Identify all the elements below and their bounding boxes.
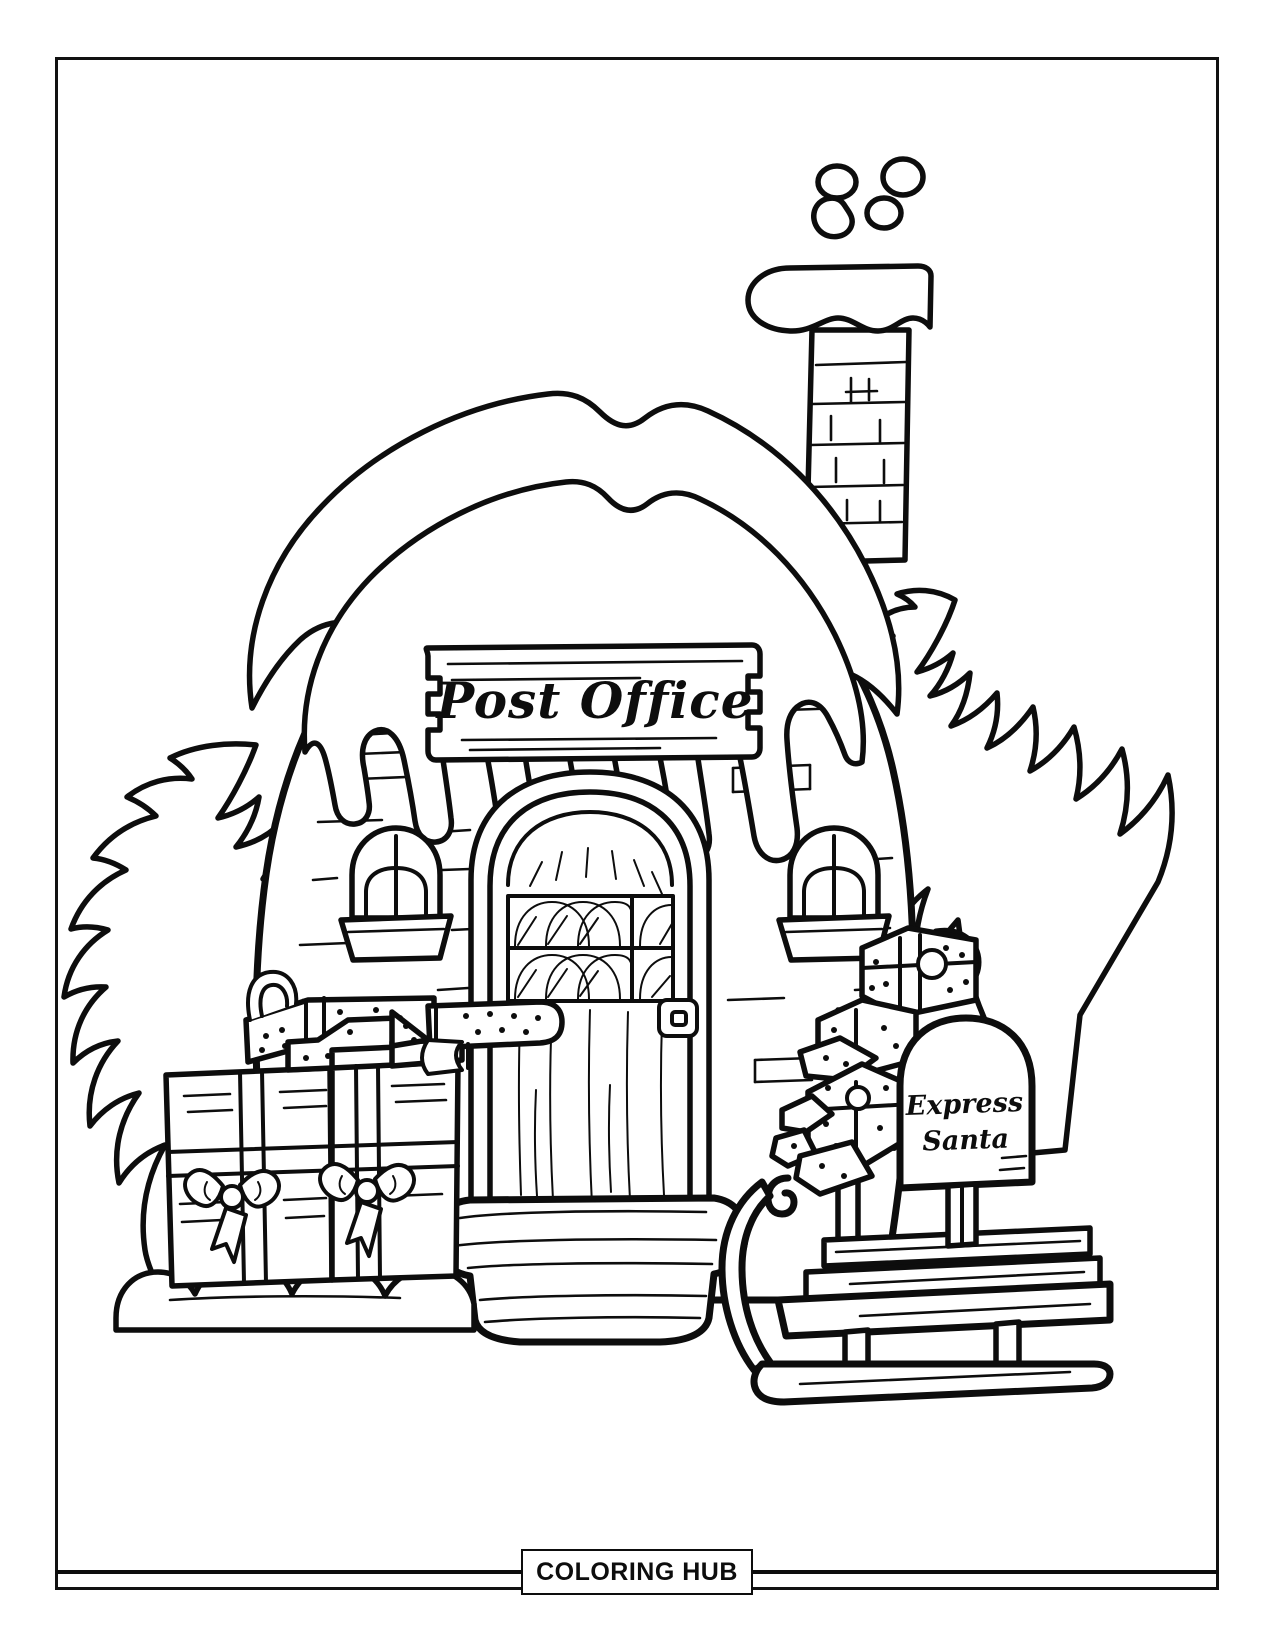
post-office-signboard (423, 642, 763, 763)
door-step (433, 1194, 749, 1346)
gift-bow-left (183, 1168, 281, 1264)
express-santa-mailbox (896, 1014, 1036, 1249)
gift-boxes-left (163, 969, 565, 1289)
chimney (745, 263, 934, 565)
smoke-puffs-icon (811, 156, 926, 240)
brand-name: COLORING HUB (536, 1558, 738, 1586)
sleigh-presents (769, 925, 979, 1197)
arched-door (468, 769, 712, 1258)
footer-brand-bar: COLORING HUB (55, 1543, 1220, 1601)
footer-rule-left (55, 1570, 524, 1574)
footer-rule-right (750, 1570, 1220, 1574)
gift-bow-right (318, 1162, 416, 1258)
right-window (776, 825, 892, 963)
brand-box: COLORING HUB (521, 1549, 753, 1595)
left-window (338, 825, 454, 963)
